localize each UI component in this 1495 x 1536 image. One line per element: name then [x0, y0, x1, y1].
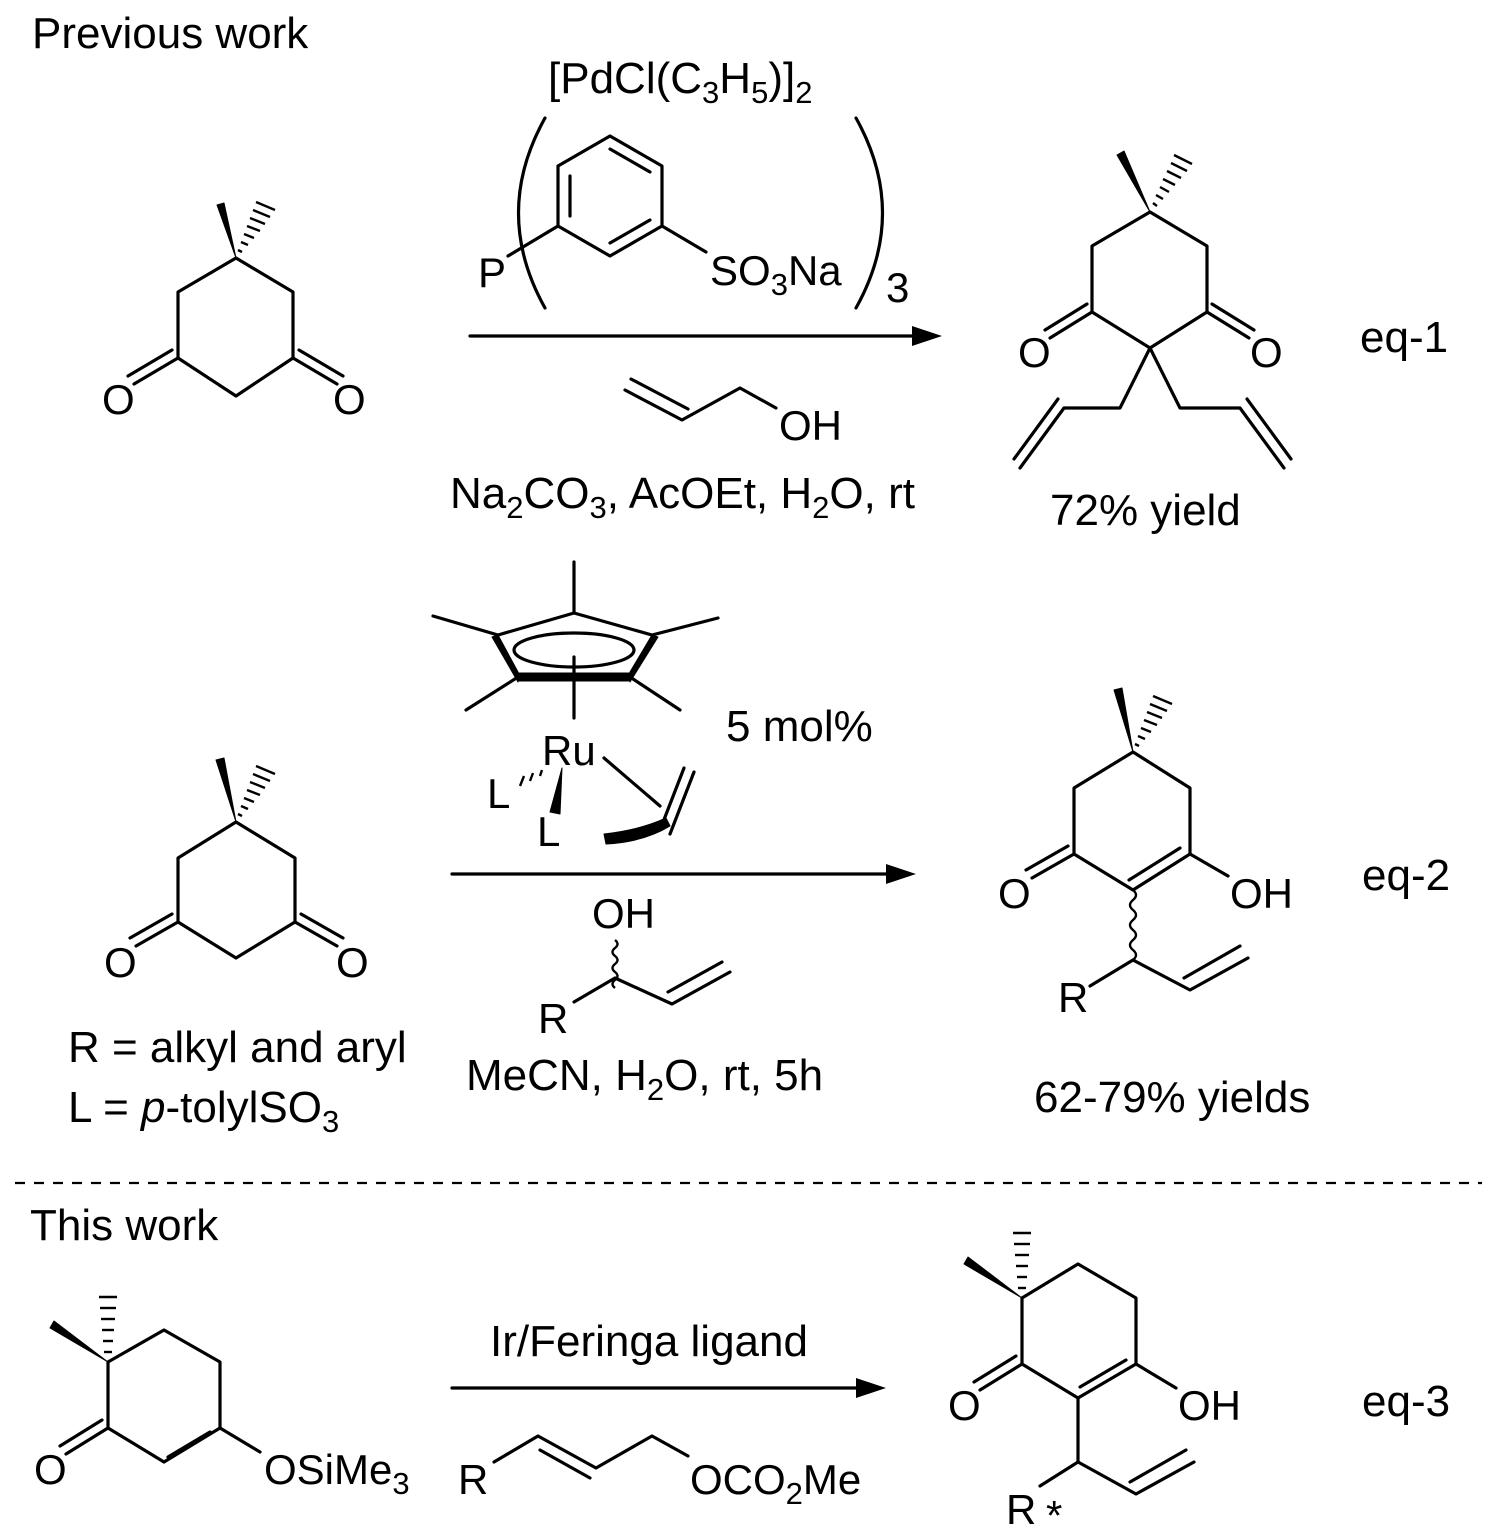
eq1-arrowhead: [912, 326, 942, 346]
eq2-substrate-O-left: O: [104, 939, 137, 986]
eq2-substrate-O-right: O: [336, 939, 369, 986]
eq3-substrate-O: O: [34, 1446, 67, 1493]
eq2-catalyst-loading: 5 mol%: [726, 702, 873, 751]
eq1-product-O-left: O: [1018, 329, 1051, 376]
eq2-product-O: O: [998, 870, 1031, 917]
eq1-substrate-dimedone: O O: [102, 200, 366, 423]
eq1-product-O-right: O: [1250, 329, 1283, 376]
eq1-substrate-methyl-wedge: [216, 202, 237, 259]
eq2-L-upper: L: [487, 770, 510, 817]
eq2-yield: 62-79% yields: [1034, 1073, 1310, 1122]
eq1-label: eq-1: [1360, 313, 1448, 362]
previous-work-heading: Previous work: [32, 9, 309, 58]
eq2-substituent-R: R = alkyl and aryl: [68, 1023, 407, 1072]
eq1-substrate-O-left: O: [102, 376, 135, 423]
eq1-allyl-OH: OH: [779, 402, 842, 449]
eq3-reagent-OCO2Me: OCO2Me: [690, 1456, 861, 1511]
eq3-label: eq-3: [1362, 1377, 1450, 1426]
this-work-heading: This work: [30, 1201, 219, 1250]
eq1-substrate-methyl-hash: [237, 200, 276, 254]
eq2-cp-ru-catalyst: Ru L L: [431, 560, 720, 855]
eq1-allyl-alcohol: OH: [623, 377, 842, 449]
eq1-substrate-O-right: O: [333, 376, 366, 423]
eq1-pd-catalyst-formula: [PdCl(C3H5)]2: [548, 54, 812, 110]
eq2-L-lower: L: [537, 808, 560, 855]
eq1-tppts-ligand: P SO3Na 3: [478, 116, 909, 311]
eq2-product-R: R: [1058, 974, 1088, 1021]
eq2-substrate-methyl-hash: [237, 764, 276, 818]
eq2-product-OH: OH: [1230, 870, 1293, 917]
eq2-ru-atom: Ru: [542, 727, 596, 774]
eq1-product-diallyl-dimedone: O O: [1012, 150, 1293, 470]
eq1-product-methyl-hash: [1152, 153, 1193, 207]
eq2-ru-L-hash: [518, 769, 544, 787]
eq3-product: O OH R *: [948, 1231, 1241, 1536]
eq2-substituent-L: L = p-tolylSO3: [68, 1083, 339, 1139]
eq3-catalyst: Ir/Feringa ligand: [490, 1317, 808, 1366]
eq2-label: eq-2: [1362, 851, 1450, 900]
eq2-allylic-alcohol: OH R: [538, 890, 732, 1042]
eq1-product-methyl-wedge: [1116, 150, 1151, 213]
eq3-reagent-R: R: [458, 1456, 488, 1503]
eq2-reagent-R: R: [538, 995, 568, 1042]
eq1-ligand-P: P: [478, 249, 506, 296]
eq3-substrate-OSiMe3: OSiMe3: [264, 1446, 410, 1501]
eq3-product-methyl-hash: [1013, 1231, 1031, 1290]
eq3-product-O: O: [948, 1382, 981, 1429]
eq3-product-OH: OH: [1178, 1382, 1241, 1429]
eq3-product-R: R: [1006, 1486, 1036, 1533]
eq1-conditions: Na2CO3, AcOEt, H2O, rt: [450, 469, 915, 525]
eq2-reagent-OH: OH: [592, 890, 655, 937]
eq3-arrowhead: [856, 1378, 886, 1398]
eq3-allyl-carbonate: R OCO2Me: [458, 1434, 861, 1511]
eq3-substrate-methyl-hash: [99, 1295, 117, 1354]
eq1-ligand-SO3Na: SO3Na: [710, 247, 842, 302]
eq1-ligand-count: 3: [886, 264, 909, 311]
eq2-substrate-dimedone: O O: [104, 757, 369, 986]
eq3-stereocenter-mark: *: [1046, 1492, 1062, 1536]
eq1-yield: 72% yield: [1050, 486, 1241, 535]
eq3-substrate-silyl-enol-ether: O OSiMe3: [34, 1295, 410, 1501]
eq2-product: O OH R: [998, 687, 1293, 1021]
eq2-arrowhead: [886, 864, 916, 884]
eq2-conditions: MeCN, H2O, rt, 5h: [466, 1051, 823, 1107]
eq2-product-methyl-hash: [1134, 694, 1173, 748]
